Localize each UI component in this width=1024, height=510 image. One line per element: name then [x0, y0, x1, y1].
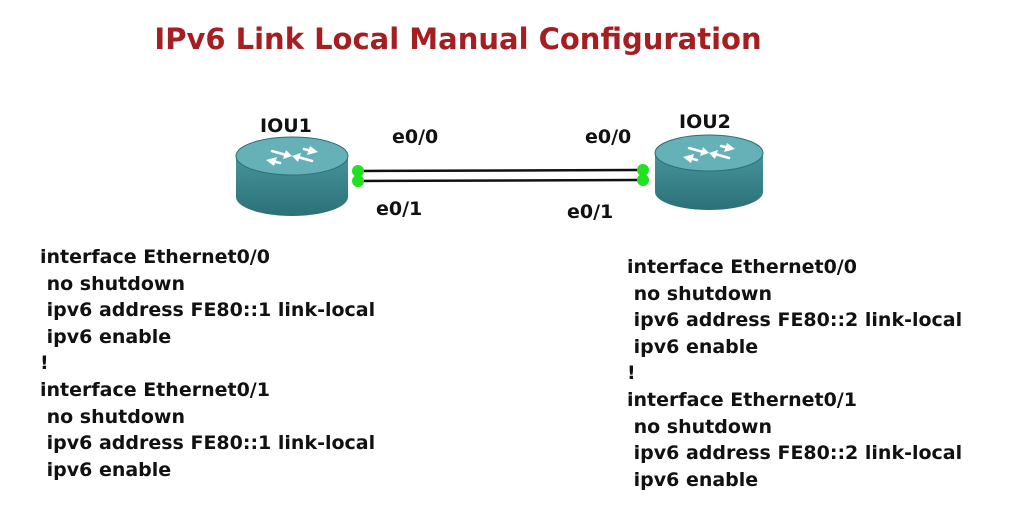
- router-iou2-icon[interactable]: [654, 134, 764, 210]
- port-label-iou2-e0-1: e0/1: [567, 201, 614, 223]
- router-label-iou1: IOU1: [260, 115, 312, 137]
- config-line: interface Ethernet0/0: [627, 256, 857, 278]
- config-line: no shutdown: [627, 415, 772, 438]
- config-line: ipv6 enable: [627, 335, 759, 358]
- port-label-iou2-e0-0: e0/0: [585, 126, 632, 148]
- config-line: ipv6 address FE80::1 link-local: [40, 299, 376, 322]
- config-line: !: [627, 362, 636, 385]
- router-iou1-icon[interactable]: [235, 136, 349, 216]
- config-line: ipv6 enable: [627, 468, 759, 491]
- config-line: ipv6 enable: [40, 325, 172, 348]
- link-e0-1: [357, 178, 645, 183]
- config-line: ipv6 enable: [40, 458, 172, 481]
- config-line: interface Ethernet0/0: [40, 246, 270, 268]
- link-status-dot: [637, 164, 649, 176]
- config-line: no shutdown: [40, 272, 185, 295]
- config-line: ipv6 address FE80::1 link-local: [40, 432, 376, 455]
- config-block-iou2: interface Ethernet0/0 no shutdown ipv6 a…: [627, 254, 962, 493]
- config-line: ipv6 address FE80::2 link-local: [627, 309, 963, 332]
- config-block-iou1: interface Ethernet0/0 no shutdown ipv6 a…: [40, 244, 375, 483]
- config-line: no shutdown: [627, 282, 772, 305]
- port-label-iou1-e0-0: e0/0: [392, 126, 439, 148]
- config-line: ipv6 address FE80::2 link-local: [627, 442, 963, 465]
- page-title: IPv6 Link Local Manual Configuration: [154, 22, 762, 56]
- link-status-dot: [352, 165, 364, 177]
- router-label-iou2: IOU2: [679, 111, 731, 133]
- link-status-dot: [352, 175, 364, 187]
- config-line: !: [40, 352, 49, 375]
- link-status-dot: [637, 174, 649, 186]
- port-label-iou1-e0-1: e0/1: [376, 198, 423, 220]
- config-line: interface Ethernet0/1: [627, 388, 857, 411]
- config-line: interface Ethernet0/1: [40, 378, 270, 401]
- link-e0-0: [357, 168, 645, 173]
- config-line: no shutdown: [40, 405, 185, 428]
